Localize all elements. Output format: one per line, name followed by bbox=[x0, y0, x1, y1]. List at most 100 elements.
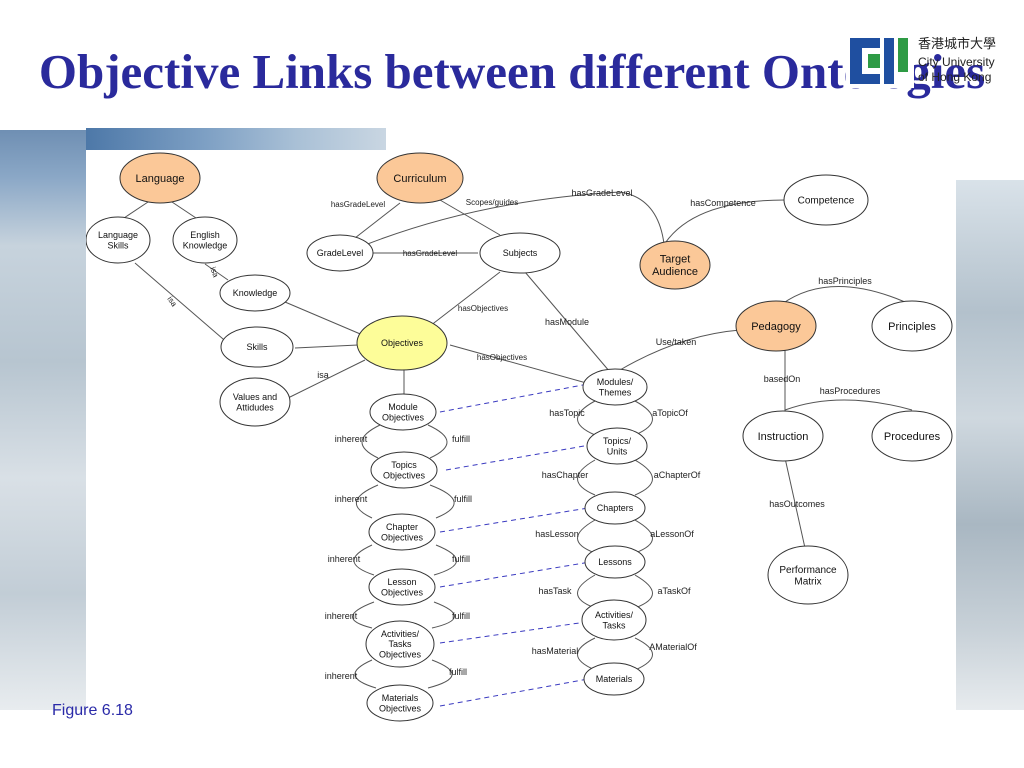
node-shape bbox=[735, 300, 817, 352]
node-label: Tasks bbox=[602, 620, 626, 630]
logo-english-line1: City University bbox=[918, 55, 995, 69]
logo-chinese-name: 香港城市大學 bbox=[918, 36, 996, 51]
node-principles: Principles bbox=[871, 300, 953, 352]
node-shape bbox=[366, 684, 434, 722]
node-label: Lesson bbox=[387, 577, 416, 587]
node-instruction: Instruction bbox=[742, 410, 824, 462]
edge-values-objectives bbox=[287, 359, 366, 399]
edge-mo-to-b bbox=[427, 424, 448, 459]
node-chapters: Chapters bbox=[584, 491, 646, 525]
node-shape bbox=[767, 545, 849, 605]
edge-label-hasmaterial: hasMaterial bbox=[532, 646, 579, 656]
node-label: GradeLevel bbox=[317, 248, 364, 258]
edge-label-use-taken: Use/taken bbox=[656, 337, 697, 347]
node-label: Objectives bbox=[379, 650, 422, 660]
node-modules-themes: Modules/Themes bbox=[582, 368, 648, 406]
link-module bbox=[439, 383, 589, 413]
node-label: Curriculum bbox=[393, 173, 446, 185]
edge-label-inherent-4: inherent bbox=[325, 611, 358, 621]
node-label: Module bbox=[388, 402, 418, 412]
edge-targetaudience-competence bbox=[661, 199, 786, 249]
node-shape bbox=[86, 216, 151, 264]
edge-lessons-activities bbox=[577, 574, 596, 609]
edge-label-haschapter: hasChapter bbox=[542, 470, 589, 480]
link-topics bbox=[445, 444, 591, 471]
node-shape bbox=[581, 599, 647, 641]
edge-label-hascompetence: hasCompetence bbox=[690, 198, 756, 208]
edge-label-achapterof: aChapterOf bbox=[654, 470, 701, 480]
node-competence: Competence bbox=[783, 174, 869, 226]
node-shape bbox=[871, 300, 953, 352]
node-shape bbox=[370, 451, 438, 489]
edge-label-hasgradelevel-cur: hasGradeLevel bbox=[331, 200, 385, 209]
edge-co-lo bbox=[353, 544, 375, 576]
university-logo: 香港城市大學 City University of Hong Kong bbox=[846, 28, 1016, 92]
background-photo-right bbox=[955, 180, 1024, 710]
node-label: Procedures bbox=[884, 431, 941, 443]
node-procedures: Procedures bbox=[871, 410, 953, 462]
node-label: Lessons bbox=[598, 557, 632, 567]
edge-to-co bbox=[355, 484, 379, 519]
node-label: Language bbox=[136, 173, 185, 185]
node-label: Activities/ bbox=[595, 610, 634, 620]
node-gradelevel: GradeLevel bbox=[306, 234, 374, 272]
edge-label-inherent-3: inherent bbox=[328, 554, 361, 564]
edge-ao-mat bbox=[354, 659, 377, 689]
node-language: Language bbox=[119, 152, 201, 204]
edge-subjects-modules bbox=[524, 271, 611, 373]
node-subjects: Subjects bbox=[479, 232, 561, 274]
edge-ao-mat-b bbox=[427, 659, 453, 689]
node-label: Objectives bbox=[381, 587, 424, 597]
node-shape bbox=[742, 410, 824, 462]
edge-label-atopicof: aTopicOf bbox=[652, 408, 688, 418]
edge-label-fulfill-4: fulfill bbox=[452, 611, 470, 621]
node-shape bbox=[220, 326, 294, 368]
node-label: Pedagogy bbox=[751, 321, 801, 333]
edge-knowledge-objectives bbox=[284, 301, 366, 337]
node-shape bbox=[365, 620, 435, 668]
node-label: Objectives bbox=[382, 412, 425, 422]
node-label: Matrix bbox=[794, 576, 821, 587]
edge-label-hasprinciples: hasPrinciples bbox=[818, 276, 872, 286]
node-shape bbox=[583, 662, 645, 696]
background-photo-strip bbox=[86, 128, 386, 152]
node-shape bbox=[219, 377, 291, 427]
edge-label-isa-values-objectives: isa bbox=[317, 370, 329, 380]
edge-label-alessonof: aLessonOf bbox=[650, 529, 694, 539]
edge-co-lo-b bbox=[433, 544, 457, 576]
objective-links bbox=[439, 383, 591, 707]
node-label: Objectives bbox=[381, 338, 424, 348]
edge-label-hastask: hasTask bbox=[538, 586, 572, 596]
edge-label-inherent-2: inherent bbox=[335, 494, 368, 504]
edge-instruction-performance bbox=[784, 457, 806, 549]
node-label: Objectives bbox=[381, 532, 424, 542]
edge-objectives-modules bbox=[449, 344, 591, 385]
node-label: Performance bbox=[779, 565, 837, 576]
node-label: Objectives bbox=[379, 703, 422, 713]
edge-label-hasgradelevel-mid: hasGradeLevel bbox=[403, 249, 457, 258]
node-shape bbox=[306, 234, 374, 272]
diagram-edges bbox=[123, 191, 913, 689]
edge-label-fulfill-1: fulfill bbox=[452, 434, 470, 444]
edge-chapters-lessons-b bbox=[634, 519, 653, 554]
edge-to-co-b bbox=[429, 484, 455, 519]
edge-gradelevel-targetaudience bbox=[364, 191, 665, 246]
node-shape bbox=[368, 513, 436, 551]
edge-label-scopes-guides: Scopes/guides bbox=[466, 198, 518, 207]
node-shape bbox=[639, 240, 711, 290]
edge-chapters-lessons bbox=[577, 519, 596, 554]
node-label: Knowledge bbox=[233, 288, 278, 298]
node-label: Target bbox=[660, 254, 691, 266]
edge-label-hasprocedures: hasProcedures bbox=[820, 386, 881, 396]
node-label: Attidudes bbox=[236, 402, 274, 412]
link-activities bbox=[439, 621, 587, 644]
node-label: Principles bbox=[888, 321, 936, 333]
link-lesson bbox=[439, 561, 591, 588]
